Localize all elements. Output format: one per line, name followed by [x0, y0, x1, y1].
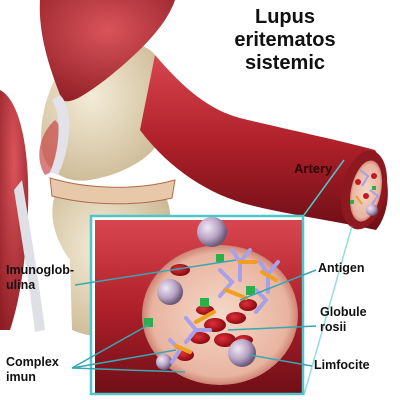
magnified-inset: [89, 214, 305, 396]
artery-vessel: [140, 55, 388, 230]
title-line-3: sistemic: [244, 52, 326, 74]
tendon-band: [50, 95, 70, 175]
label-red-cells: Globule rosii: [320, 305, 367, 334]
leader-complex-2: [71, 349, 177, 369]
leader-complex-3: [71, 367, 186, 373]
leader-lines: [71, 259, 317, 373]
lymphocytes: [156, 217, 256, 370]
leader-complex-1: [71, 323, 151, 369]
title-line-1: Lupus: [255, 6, 315, 28]
label-artery: Artery: [294, 161, 333, 176]
side-muscle: [0, 90, 29, 330]
artery-complexes: [350, 169, 380, 216]
label-lymphocytes: Limfocite: [314, 358, 370, 372]
leader-lymphocytes: [249, 354, 313, 367]
leader-antigen: [239, 269, 317, 301]
diagram-title: Lupus eritematos sistemic: [210, 6, 360, 75]
muscles: [0, 0, 175, 332]
inset-border: [89, 214, 305, 396]
antigen-blocks: [144, 254, 255, 327]
lower-tendon: [14, 180, 45, 332]
upper-muscle: [39, 0, 175, 102]
artery: [140, 55, 388, 230]
label-antigen: Antigen: [318, 261, 365, 275]
label-immunoglobulin: Imunoglob- ulina: [6, 263, 75, 292]
label-immune-complex: Complex imun: [6, 355, 59, 384]
leader-red-cells: [227, 325, 317, 331]
leader-immunoglobulin: [74, 259, 237, 286]
knee-cartilage: [49, 177, 176, 205]
title-line-2: eritematos: [234, 29, 336, 51]
zoom-connector: [303, 159, 353, 396]
